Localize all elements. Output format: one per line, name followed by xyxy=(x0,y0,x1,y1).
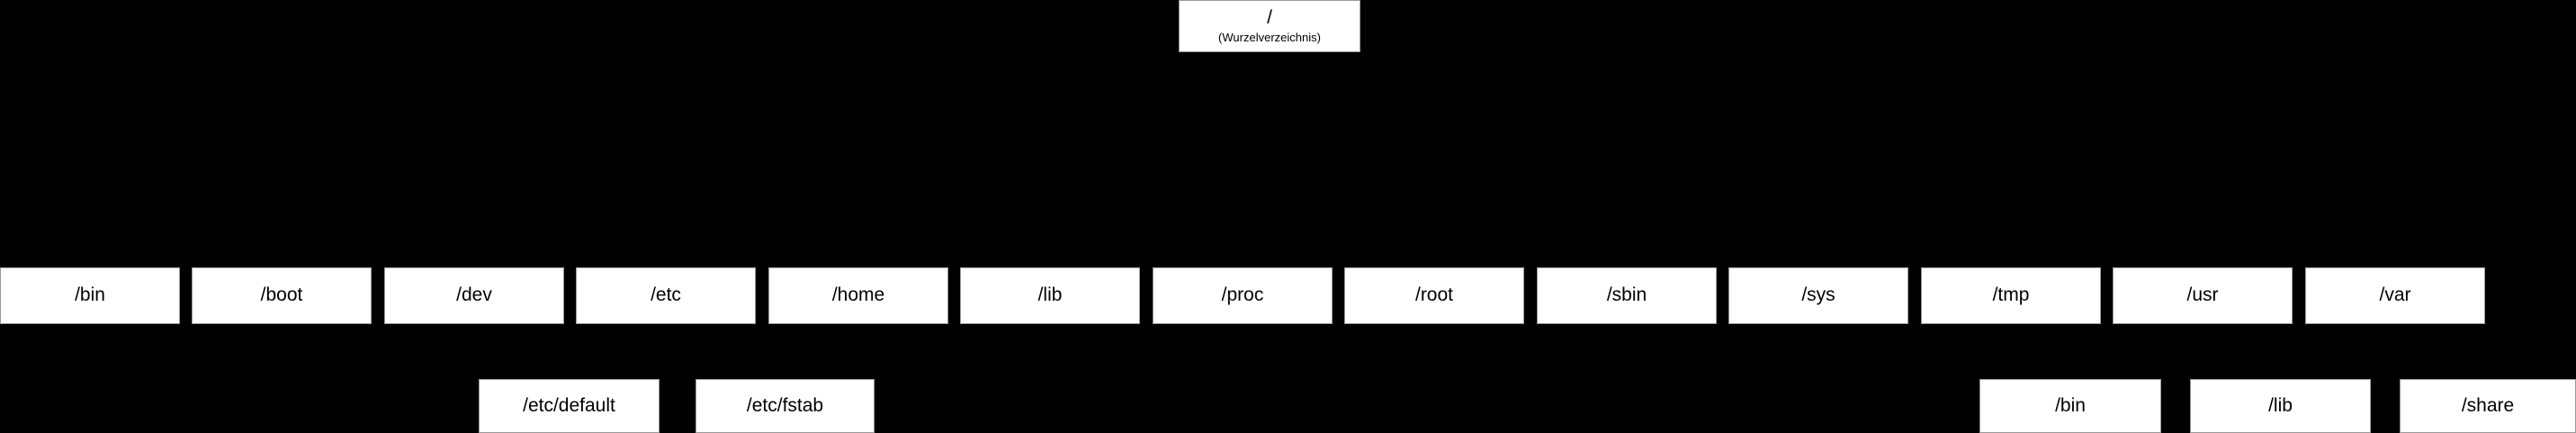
tree-node-label: /usr xyxy=(2186,284,2219,306)
edge-root-stem xyxy=(1269,52,1270,160)
tree-node-label: /lib xyxy=(1037,284,1063,306)
tree-node-label: /root xyxy=(1414,284,1454,306)
tree-node-root[interactable]: / (Wurzelverzeichnis) xyxy=(1179,0,1360,52)
tree-node-home[interactable]: /home xyxy=(768,267,948,324)
tree-node-etc[interactable]: /etc xyxy=(576,267,756,324)
edge-level1-drop-2 xyxy=(474,160,476,267)
edge-level1-drop-0 xyxy=(90,160,92,267)
edge-etc-drop-1 xyxy=(785,351,786,379)
tree-node-etc-fstab[interactable]: /etc/fstab xyxy=(696,379,875,433)
edge-level1-drop-12 xyxy=(2395,160,2397,267)
tree-node-etc-default[interactable]: /etc/default xyxy=(479,379,660,433)
tree-node-var[interactable]: /var xyxy=(2305,267,2485,324)
tree-node-label: /share xyxy=(2461,394,2515,416)
edge-level1-drop-11 xyxy=(2203,160,2204,267)
tree-node-lib[interactable]: /lib xyxy=(960,267,1140,324)
tree-node-tmp[interactable]: /tmp xyxy=(1921,267,2101,324)
tree-node-sbin[interactable]: /sbin xyxy=(1537,267,1717,324)
tree-node-label: /home xyxy=(831,284,885,306)
edge-usr-drop-2 xyxy=(2487,351,2489,379)
tree-node-label: /etc xyxy=(651,284,681,306)
tree-node-label: /tmp xyxy=(1992,284,2030,306)
edge-etc-drop-0 xyxy=(569,351,570,379)
tree-node-usr[interactable]: /usr xyxy=(2113,267,2293,324)
edge-level1-drop-10 xyxy=(2011,160,2013,267)
tree-node-lib[interactable]: /lib xyxy=(2190,379,2371,433)
tree-node-label: /etc/fstab xyxy=(746,394,824,416)
tree-node-root-secondary-label: (Wurzelverzeichnis) xyxy=(1218,30,1321,44)
edge-level1-drop-9 xyxy=(1818,160,1820,267)
tree-node-label: /var xyxy=(2379,284,2411,306)
tree-node-label: /boot xyxy=(260,284,303,306)
tree-node-share[interactable]: /share xyxy=(2400,379,2576,433)
tree-node-boot[interactable]: /boot xyxy=(192,267,372,324)
tree-node-label: /lib xyxy=(2268,394,2293,416)
tree-node-label: /dev xyxy=(456,284,492,306)
tree-node-label: /proc xyxy=(1221,284,1264,306)
edge-usr-drop-1 xyxy=(2280,351,2282,379)
tree-node-label: /bin xyxy=(2055,394,2086,416)
edge-level1-drop-6 xyxy=(1243,160,1244,267)
edge-etc-stem xyxy=(666,324,668,351)
edge-usr-drop-0 xyxy=(2069,351,2071,379)
tree-node-proc[interactable]: /proc xyxy=(1153,267,1333,324)
tree-node-bin[interactable]: /bin xyxy=(0,267,180,324)
tree-node-bin[interactable]: /bin xyxy=(1979,379,2161,433)
edge-level1-drop-8 xyxy=(1627,160,1629,267)
edge-level1-drop-7 xyxy=(1434,160,1436,267)
tree-node-label: /etc/default xyxy=(523,394,615,416)
edge-level1-drop-4 xyxy=(858,160,860,267)
edge-level1-drop-1 xyxy=(282,160,283,267)
edge-etc-bus xyxy=(569,351,785,353)
edge-usr-bus xyxy=(2069,351,2488,353)
tree-node-dev[interactable]: /dev xyxy=(384,267,564,324)
tree-node-root-primary-label: / xyxy=(1267,7,1272,29)
edge-level1-drop-5 xyxy=(1050,160,1052,267)
tree-node-label: /sys xyxy=(1801,284,1836,306)
tree-node-root[interactable]: /root xyxy=(1344,267,1524,324)
edge-usr-stem xyxy=(2203,324,2204,351)
edge-level1-drop-3 xyxy=(666,160,668,267)
tree-node-sys[interactable]: /sys xyxy=(1728,267,1908,324)
tree-node-label: /bin xyxy=(75,284,105,306)
tree-node-label: /sbin xyxy=(1606,284,1647,306)
